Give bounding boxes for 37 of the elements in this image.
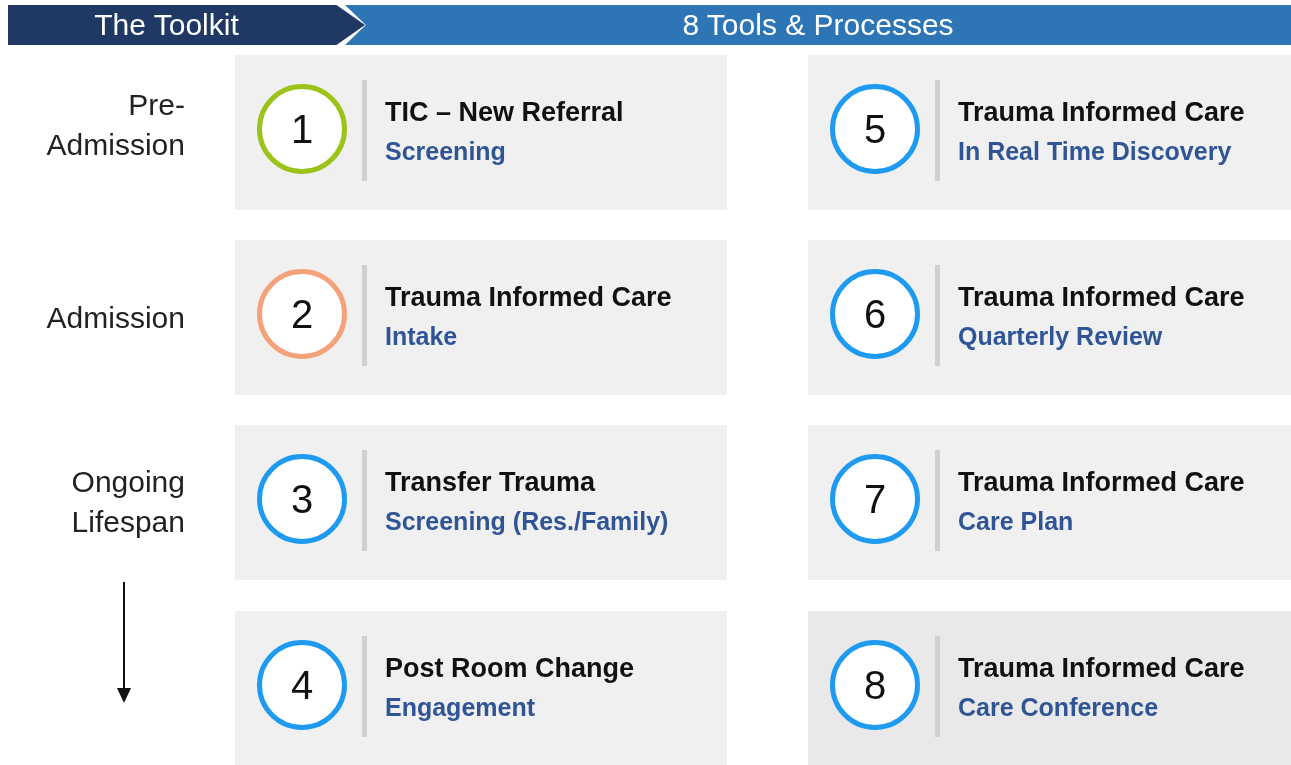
card-title: TIC – New Referral: [385, 97, 624, 128]
card-title: Trauma Informed Care: [958, 653, 1245, 684]
tool-card: [235, 611, 727, 765]
step-number-circle: 5: [830, 84, 920, 174]
step-number-circle: 4: [257, 640, 347, 730]
card-subtitle: Screening: [385, 137, 506, 166]
card-subtitle: In Real Time Discovery: [958, 137, 1232, 166]
tool-card: [235, 425, 727, 580]
card-title: Trauma Informed Care: [958, 97, 1245, 128]
header-band: The Toolkit: [8, 5, 365, 45]
tool-card: [808, 55, 1291, 210]
card-title: Post Room Change: [385, 653, 634, 684]
card-title: Trauma Informed Care: [958, 467, 1245, 498]
step-number-circle: 3: [257, 454, 347, 544]
tool-card: [235, 240, 727, 395]
card-subtitle: Care Conference: [958, 693, 1159, 722]
card-subtitle: Quarterly Review: [958, 322, 1163, 351]
stage-label: Pre-Admission: [45, 87, 185, 163]
card-subtitle: Care Plan: [958, 507, 1074, 536]
stage-label: Admission: [45, 300, 185, 336]
step-number-circle: 7: [830, 454, 920, 544]
step-number-circle: 8: [830, 640, 920, 730]
step-number-circle: 2: [257, 269, 347, 359]
header-band: 8 Tools & Processes: [345, 5, 1291, 45]
card-subtitle: Screening (Res./Family): [385, 507, 669, 536]
step-number-circle: 1: [257, 84, 347, 174]
card-title: Trauma Informed Care: [958, 282, 1245, 313]
stage-label: Ongoing Lifespan: [70, 464, 185, 540]
tool-card: [808, 611, 1291, 765]
tool-card: [235, 55, 727, 210]
card-title: Transfer Trauma: [385, 467, 596, 498]
tool-card: [808, 240, 1291, 395]
step-number-circle: 6: [830, 269, 920, 359]
card-subtitle: Intake: [385, 322, 458, 351]
card-title: Trauma Informed Care: [385, 282, 672, 313]
tool-card: [808, 425, 1291, 580]
card-subtitle: Engagement: [385, 693, 536, 722]
